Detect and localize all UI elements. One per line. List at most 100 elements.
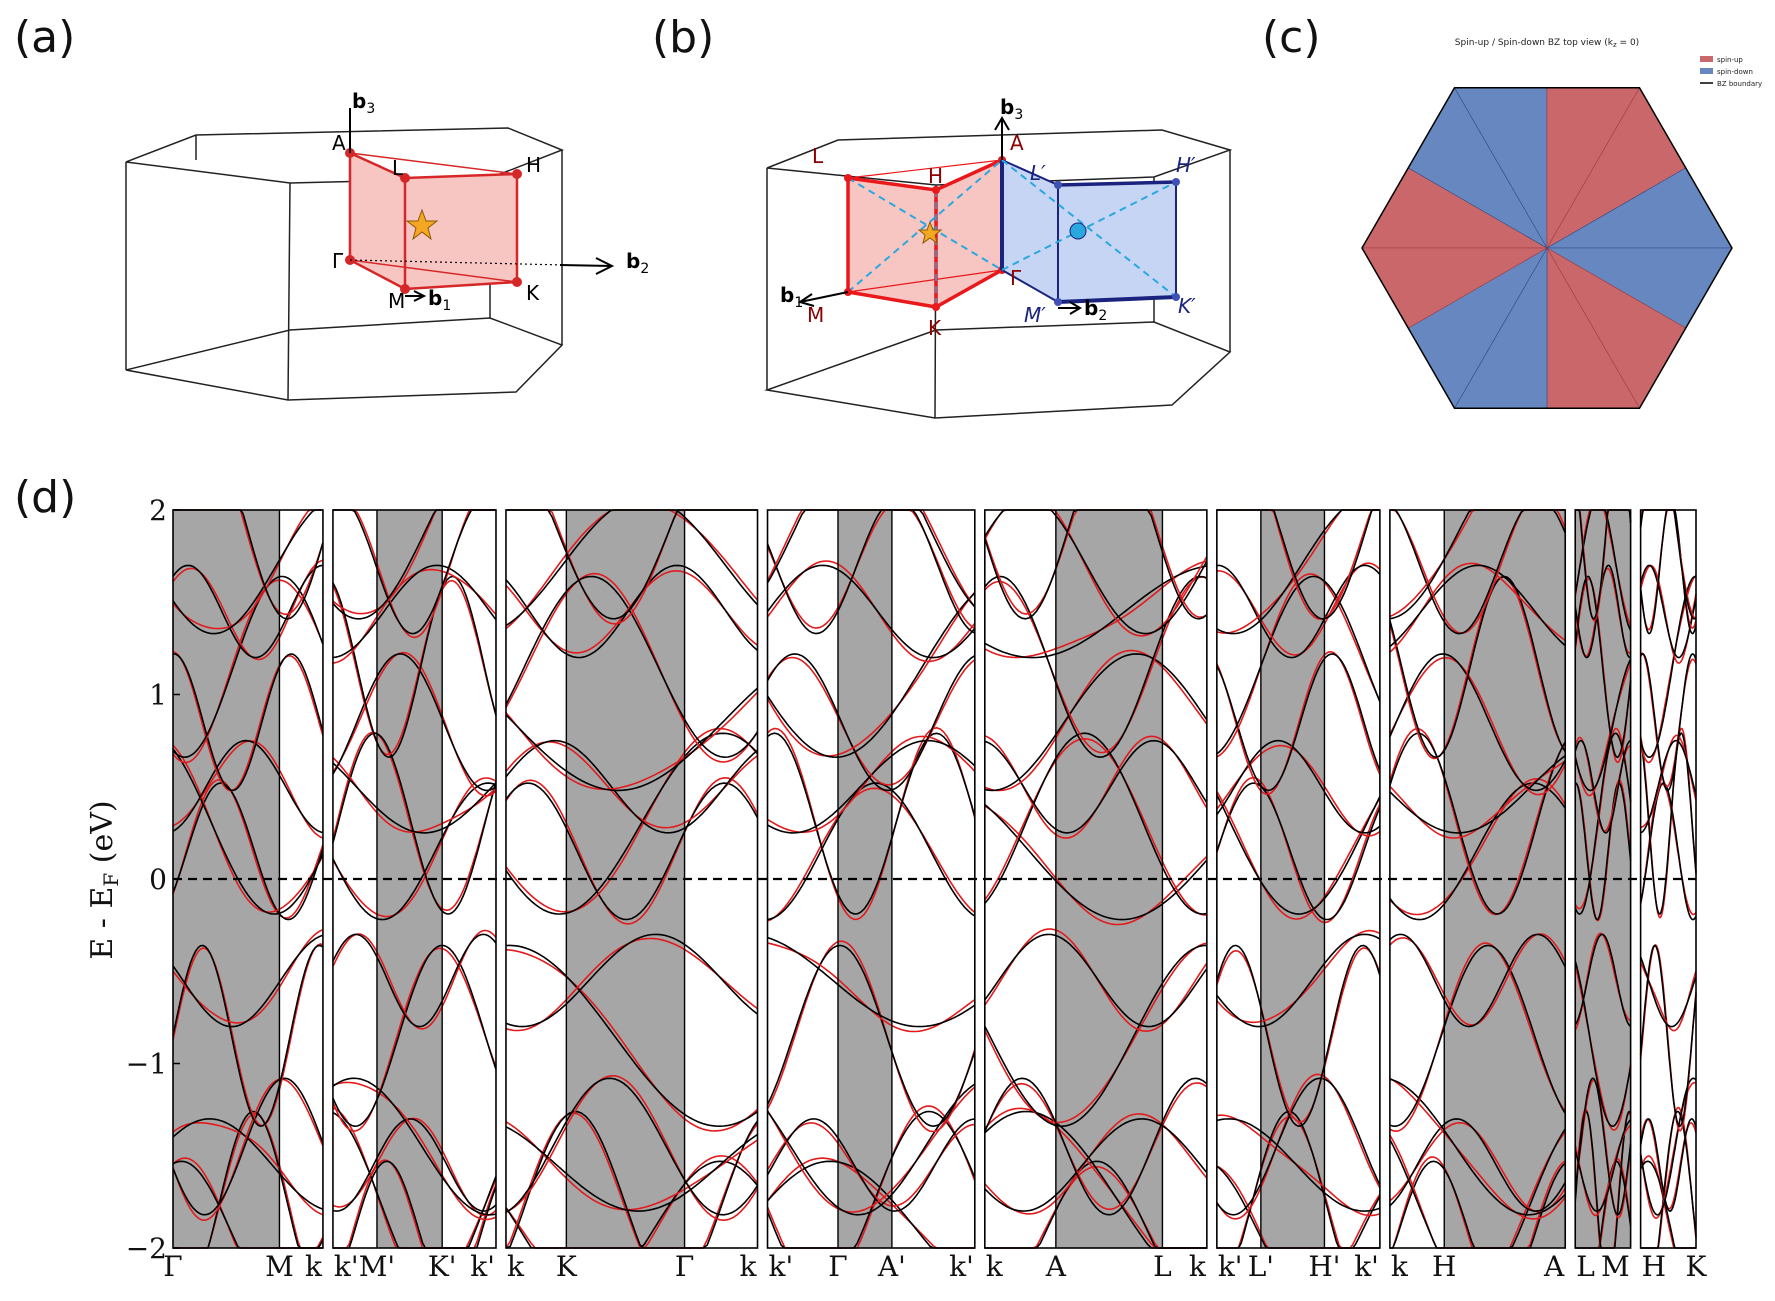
band-line-spin-down — [505, 782, 759, 921]
legend-label-spin-down: spin-down — [1717, 68, 1753, 76]
panel-c-title: Spin-up / Spin-down BZ top view (kz = 0) — [1455, 38, 1639, 49]
band-line-spin-down — [767, 732, 976, 915]
band-line-spin-down — [332, 564, 497, 659]
band-line-spin-down — [1389, 933, 1566, 1028]
irreducible-wedge-blue — [1000, 158, 1180, 306]
legend-swatch-spin-up — [1700, 56, 1713, 62]
band-line-spin-up — [332, 947, 497, 1132]
band-line-spin-down — [1574, 1077, 1632, 1216]
point-L — [400, 173, 410, 183]
label-K-b: K — [928, 316, 942, 340]
band-line-spin-down — [1574, 1119, 1632, 1212]
point-L-b — [844, 174, 852, 182]
label-b3-b-main: b — [1000, 95, 1014, 119]
band-line-spin-up — [1389, 777, 1566, 916]
band-line-spin-down — [505, 564, 759, 659]
band-line-spin-down — [172, 653, 324, 792]
band-line-spin-up — [172, 943, 324, 1127]
band-line-spin-down — [505, 687, 759, 792]
blue-edge — [1057, 180, 1177, 187]
label-L: L — [392, 156, 404, 180]
band-line-spin-up — [505, 691, 759, 791]
label-b2-b-main: b — [1084, 296, 1098, 320]
band-line-spin-up — [505, 1075, 759, 1222]
band-line-spin-down — [1389, 944, 1566, 1128]
band-line-spin-down — [172, 934, 324, 1028]
legend-label-bz: BZ boundary — [1717, 80, 1762, 88]
band-line-spin-down — [505, 944, 758, 1128]
band-line-spin-down — [1639, 509, 1697, 620]
band-line-spin-down — [1639, 944, 1697, 1127]
band-line-spin-down — [1216, 1077, 1381, 1216]
band-line-spin-down — [1639, 1118, 1697, 1212]
band-line-spin-down — [1574, 564, 1631, 659]
band-line-spin-up — [984, 737, 1207, 916]
x-tick-label: k' — [1218, 1250, 1243, 1283]
band-line-spin-up — [766, 656, 976, 786]
label-K: K — [526, 281, 540, 305]
label-Hp: H′ — [1176, 153, 1196, 177]
band-line-spin-up — [1389, 1077, 1566, 1220]
band-line-spin-down — [172, 739, 324, 834]
label-Lp: L′ — [1030, 161, 1046, 185]
band-line-spin-down — [505, 933, 758, 1028]
x-tick-label: H — [1642, 1250, 1666, 1283]
band-line-spin-up — [172, 650, 324, 792]
band-line-spin-down — [984, 575, 1208, 759]
y-axis-label-sub: F — [99, 873, 123, 887]
star-marker — [405, 208, 439, 241]
band-line-spin-down — [1216, 933, 1381, 1028]
band-line-spin-down — [1574, 960, 1632, 1127]
band-line-spin-down — [172, 509, 323, 635]
band-line-spin-up — [1216, 573, 1381, 758]
band-line-spin-down — [1216, 739, 1381, 834]
x-tick-label: K — [1686, 1250, 1708, 1283]
wedge-edge — [349, 259, 518, 283]
panel-c-title-end: = 0) — [1617, 38, 1640, 48]
hexagon-wedges — [1361, 87, 1733, 409]
band-line-spin-down — [332, 575, 497, 758]
band-line-spin-up — [172, 744, 324, 914]
blue-dash — [1001, 159, 1177, 298]
label-b3-sub: 3 — [366, 101, 375, 117]
band-line-spin-down — [984, 739, 1208, 834]
band-line-spin-down — [766, 592, 976, 759]
x-tick-label: k — [1189, 1250, 1207, 1283]
band-line-spin-down — [984, 803, 1208, 921]
band-line-spin-up — [766, 509, 976, 630]
band-line-spin-up — [766, 940, 976, 1133]
band-line-spin-down — [767, 782, 976, 921]
label-b2-b-sub: 2 — [1098, 308, 1107, 324]
band-line-spin-down — [984, 944, 1207, 1128]
band-lines — [172, 509, 1697, 1249]
band-line-spin-down — [1574, 575, 1632, 759]
band-line-spin-down — [332, 509, 496, 635]
label-b3-b-sub: 3 — [1014, 107, 1023, 123]
legend-label-spin-up: spin-up — [1717, 56, 1743, 64]
band-line-spin-up — [1389, 576, 1566, 760]
irreducible-wedge-red — [844, 156, 1006, 311]
band-line-spin-down — [1216, 1118, 1381, 1212]
x-tick-label: k' — [334, 1250, 359, 1283]
legend-swatch-spin-down — [1700, 68, 1713, 74]
label-Kp: K′ — [1178, 294, 1196, 318]
band-line-spin-down — [1639, 956, 1697, 1028]
label-b3-main: b — [352, 89, 366, 113]
legend-c: spin-up spin-down BZ boundary — [1700, 56, 1762, 88]
label-A-b: A — [1010, 131, 1024, 155]
band-line-spin-up — [1389, 942, 1566, 1133]
x-tick-label: Γ — [828, 1250, 847, 1283]
red-dash — [847, 159, 1003, 293]
band-line-spin-down — [1574, 739, 1631, 834]
band-line-spin-down — [1389, 575, 1566, 759]
arrow-b2-b — [1069, 301, 1082, 315]
y-tick-label: −2 — [126, 1232, 167, 1265]
band-line-spin-down — [1216, 794, 1381, 915]
band-line-spin-down — [172, 1077, 324, 1216]
x-tick-label: M — [1601, 1250, 1630, 1283]
band-line-spin-up — [984, 649, 1208, 792]
x-tick-label: H — [1432, 1250, 1456, 1283]
